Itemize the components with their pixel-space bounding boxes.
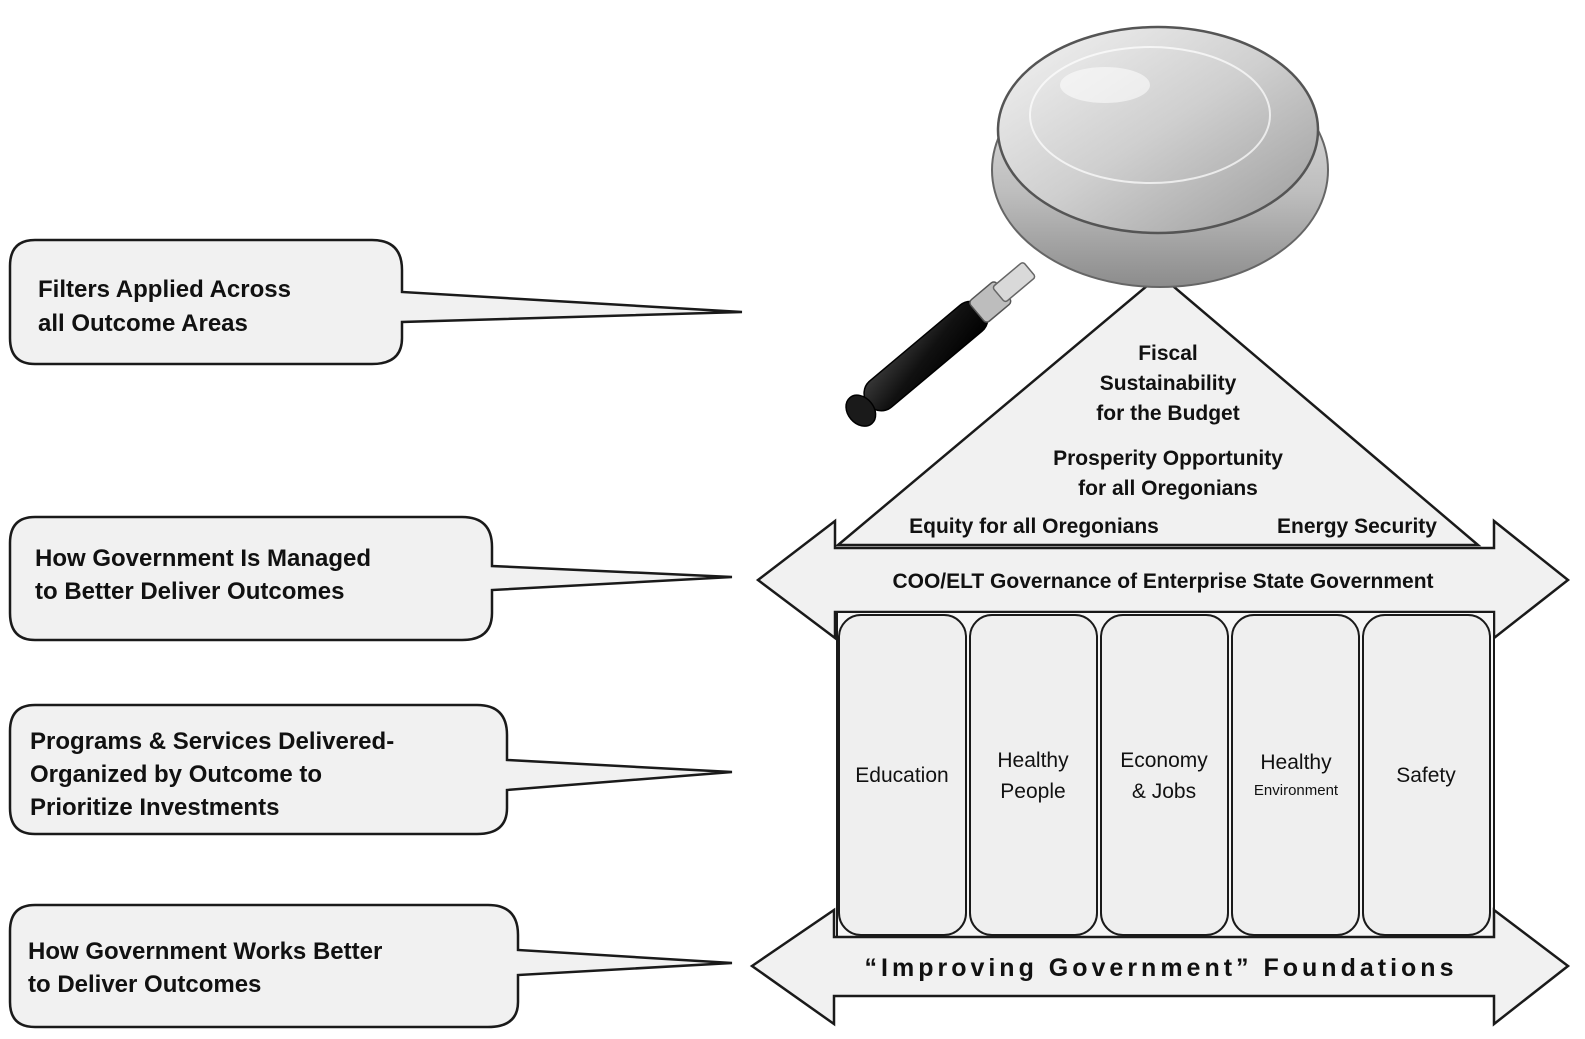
roof-equity: Equity for all Oregonians bbox=[909, 515, 1159, 538]
roof-fiscal-line-1: Fiscal bbox=[1138, 342, 1198, 365]
callout-filters-line-1: Filters Applied Across bbox=[38, 276, 291, 303]
roof-fiscal-line-3: for the Budget bbox=[1096, 402, 1239, 425]
pillar-healthy-environment-line-1: Healthy bbox=[1260, 751, 1332, 774]
pillar-healthy-environment: Healthy Environment bbox=[1231, 614, 1360, 936]
pillar-economy-jobs-line-1: Economy bbox=[1120, 749, 1208, 772]
roof-fiscal-line-2: Sustainability bbox=[1100, 372, 1237, 395]
callout-managed: How Government Is Managed to Better Deli… bbox=[8, 515, 733, 642]
callout-works-line-1: How Government Works Better bbox=[28, 938, 382, 965]
pillar-healthy-environment-line-2: Environment bbox=[1254, 782, 1339, 799]
callout-filters: Filters Applied Across all Outcome Areas bbox=[8, 238, 743, 366]
governance-arrow: COO/ELT Governance of Enterprise State G… bbox=[755, 518, 1571, 641]
pillar-safety: Safety bbox=[1362, 614, 1491, 936]
callout-programs-line-1: Programs & Services Delivered- bbox=[30, 728, 394, 755]
foundation-arrow: “Improving Government” Foundations bbox=[749, 907, 1571, 1027]
callout-programs-line-3: Prioritize Investments bbox=[30, 794, 279, 821]
pillar-safety-label: Safety bbox=[1396, 764, 1456, 787]
callout-programs-line-2: Organized by Outcome to bbox=[30, 761, 322, 788]
callout-managed-line-2: to Better Deliver Outcomes bbox=[35, 578, 344, 605]
roof-prosperity-line-1: Prosperity Opportunity bbox=[1053, 447, 1283, 470]
callout-programs: Programs & Services Delivered- Organized… bbox=[8, 703, 733, 836]
roof-energy: Energy Security bbox=[1277, 515, 1437, 538]
foundation-label: “Improving Government” Foundations bbox=[865, 954, 1458, 982]
pillar-economy-jobs: Economy & Jobs bbox=[1100, 614, 1229, 936]
callout-filters-line-2: all Outcome Areas bbox=[38, 310, 248, 337]
pillar-healthy-people: Healthy People bbox=[969, 614, 1098, 936]
governance-label: COO/ELT Governance of Enterprise State G… bbox=[892, 570, 1433, 593]
magnifying-glass-icon bbox=[845, 25, 1329, 427]
roof: Fiscal Sustainability for the Budget Pro… bbox=[834, 273, 1482, 547]
pillars: Education Healthy People Economy & Jobs … bbox=[836, 611, 1495, 938]
pillar-education-label: Education bbox=[855, 764, 948, 787]
pillar-healthy-people-line-2: People bbox=[1000, 780, 1065, 803]
pillar-education: Education bbox=[838, 614, 967, 936]
callout-works-line-2: to Deliver Outcomes bbox=[28, 971, 261, 998]
callout-managed-line-1: How Government Is Managed bbox=[35, 545, 371, 572]
pillar-economy-jobs-line-2: & Jobs bbox=[1132, 780, 1196, 803]
roof-prosperity-line-2: for all Oregonians bbox=[1078, 477, 1258, 500]
callout-works: How Government Works Better to Deliver O… bbox=[8, 903, 733, 1029]
pillar-healthy-people-line-1: Healthy bbox=[997, 749, 1069, 772]
